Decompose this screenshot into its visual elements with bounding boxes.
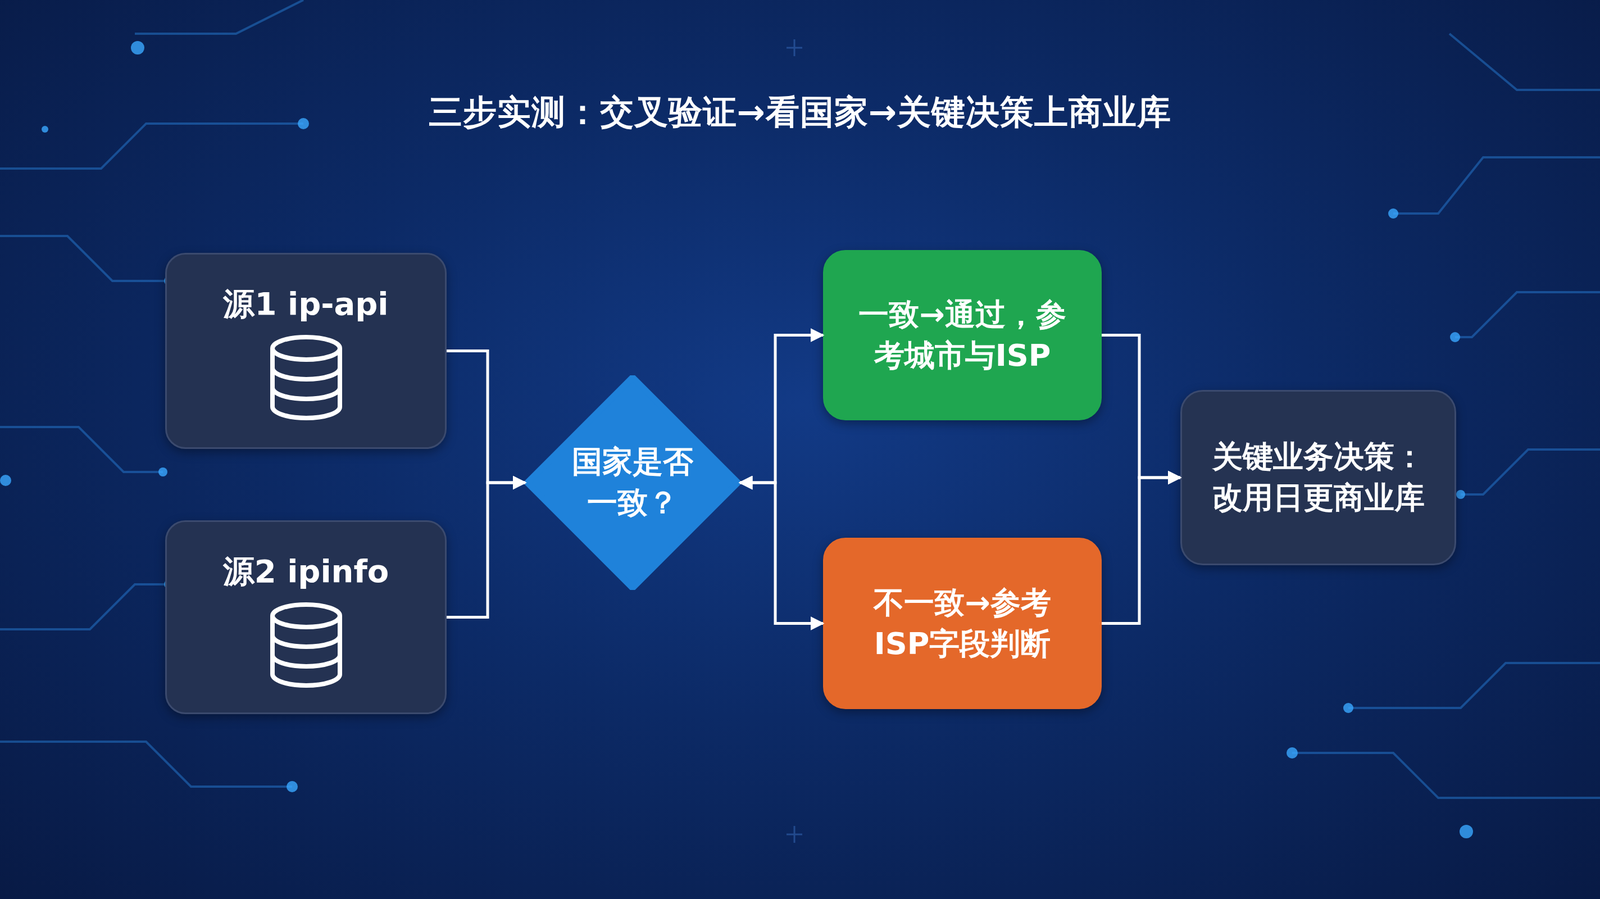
flow-connector (446, 482, 526, 618)
flow-connector (739, 482, 824, 624)
node-label: 源1 ip-api (176, 282, 436, 326)
result-box: 关键业务决策：改用日更商业库 (1180, 389, 1457, 566)
process-box: 不一致→参考ISP字段判断 (823, 537, 1102, 709)
diamond-shape (525, 375, 740, 590)
node-label: 源2 ipinfo (176, 550, 436, 593)
flow-connector (739, 335, 824, 484)
node-label: 不一致→参考ISP字段判断 (850, 582, 1075, 665)
process-box: 一致→通过，参考城市与ISP (823, 250, 1102, 421)
flow-connector (1101, 477, 1181, 624)
flow-connector (446, 351, 526, 484)
node-label: 一致→通过，参考城市与ISP (850, 294, 1075, 377)
database-icon (272, 337, 340, 418)
diagram-title: 三步实测：交叉验证→看国家→关键决策上商业库 (0, 89, 1600, 136)
database-icon (272, 604, 340, 686)
decision-diamond: 国家是否 一致？ (525, 375, 740, 590)
node-label: 关键业务决策：改用日更商业库 (1200, 436, 1437, 519)
flow-connector (1101, 335, 1181, 479)
node-label: 国家是否 一致？ (562, 441, 703, 524)
